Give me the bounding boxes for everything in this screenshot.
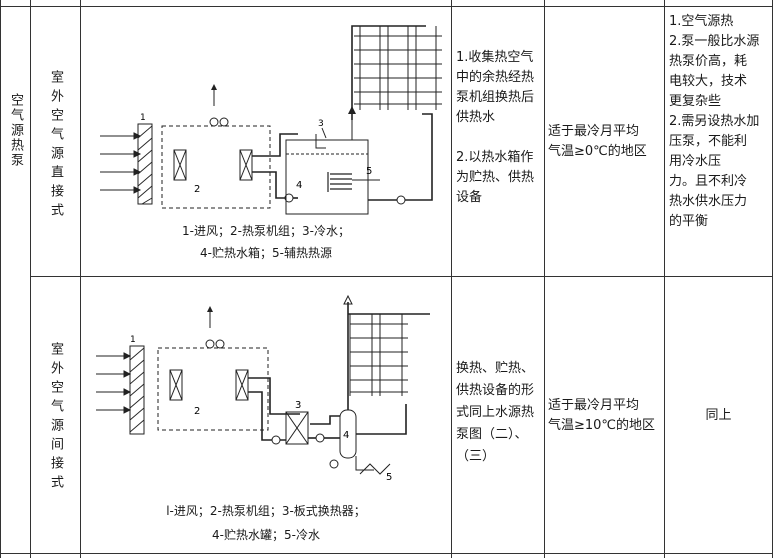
table-border-left	[0, 0, 1, 558]
features-line: 换热、贮热、	[456, 361, 535, 376]
features-line	[456, 128, 544, 148]
svg-text:3: 3	[295, 400, 301, 411]
diagram-caption-indirect-line1: l-进风；2-热泵机组；3-板式换热器；	[166, 504, 366, 518]
table-divider	[544, 0, 545, 558]
svg-text:5: 5	[366, 166, 372, 177]
condition-line: 适于最冷月平均	[548, 124, 640, 139]
diagram-caption-direct-line2: 4-贮热水箱；5-辅热热源	[200, 246, 332, 260]
diagram-direct: 1 2 4 5 3	[100, 25, 442, 215]
table-border-bottom	[0, 553, 773, 554]
features-line: 设备	[456, 190, 483, 205]
features-line: 1.收集热空气	[456, 50, 534, 65]
category-label: 空气源热泵	[8, 92, 23, 168]
features-line: 2.以热水箱作	[456, 150, 534, 165]
svg-text:1: 1	[140, 113, 146, 123]
notes-line: 热水供水压力	[669, 194, 748, 209]
table-border-top	[0, 6, 773, 7]
svg-text:1: 1	[130, 335, 136, 345]
type-label-indirect: 室外空气源间接式	[48, 342, 63, 494]
notes-line: 1.空气源热	[669, 14, 734, 29]
notes-direct: 1.空气源热 2.泵一般比水源 热泵价高，耗 电较大，技术 更复杂些 2.需另设…	[669, 12, 773, 232]
table-divider	[30, 0, 31, 558]
condition-line: 适于最冷月平均	[548, 398, 640, 413]
condition-direct: 适于最冷月平均 气温≥0℃的地区	[548, 122, 664, 162]
notes-line: 2.泵一般比水源	[669, 34, 760, 49]
condition-line: 气温≥10℃的地区	[548, 418, 656, 433]
table-border-right	[772, 0, 773, 558]
features-line: 式同上水源热	[456, 405, 535, 420]
svg-text:3: 3	[318, 119, 324, 129]
table-divider	[80, 0, 81, 558]
features-line: 供热设备的形	[456, 383, 535, 398]
diagram-indirect: 1 2 3 4 5	[96, 294, 430, 483]
features-indirect: 换热、贮热、 供热设备的形 式同上水源热 泵图（二）、 （三）	[456, 358, 544, 468]
features-line: 中的余热经热	[456, 70, 535, 85]
diagram-caption-indirect-line2: 4-贮热水罐；5-冷水	[212, 528, 320, 542]
notes-line: 热泵价高，耗	[669, 54, 748, 69]
features-line: （三）	[456, 449, 496, 464]
notes-line: 电较大，技术	[669, 74, 748, 89]
notes-line: 更复杂些	[669, 94, 722, 109]
svg-text:5: 5	[386, 472, 392, 483]
svg-text:2: 2	[194, 406, 200, 417]
condition-line: 气温≥0℃的地区	[548, 144, 647, 159]
notes-line: 力。且不利冷	[669, 174, 748, 189]
condition-indirect: 适于最冷月平均 气温≥10℃的地区	[548, 396, 664, 436]
features-line: 为贮热、供热	[456, 170, 535, 185]
features-direct: 1.收集热空气 中的余热经热 泵机组换热后 供热水 2.以热水箱作 为贮热、供热…	[456, 48, 544, 208]
features-line: 泵机组换热后	[456, 90, 535, 105]
features-line: 供热水	[456, 110, 496, 125]
notes-line: 压泵，不能利	[669, 134, 748, 149]
notes-line: 用冷水压	[669, 154, 722, 169]
type-label-direct: 室外空气源直接式	[48, 70, 63, 222]
table-divider	[664, 0, 665, 558]
notes-line: 2.需另设热水加	[669, 114, 760, 129]
features-line: 泵图（二）、	[456, 427, 528, 442]
notes-line: 的平衡	[669, 214, 709, 229]
notes-indirect: 同上	[705, 408, 732, 423]
svg-text:4: 4	[296, 180, 302, 191]
diagram-caption-direct-line1: 1-进风；2-热泵机组；3-冷水；	[182, 224, 350, 238]
table-divider	[451, 0, 452, 558]
svg-text:2: 2	[194, 184, 200, 195]
row-divider	[30, 276, 773, 277]
svg-text:4: 4	[343, 430, 349, 441]
